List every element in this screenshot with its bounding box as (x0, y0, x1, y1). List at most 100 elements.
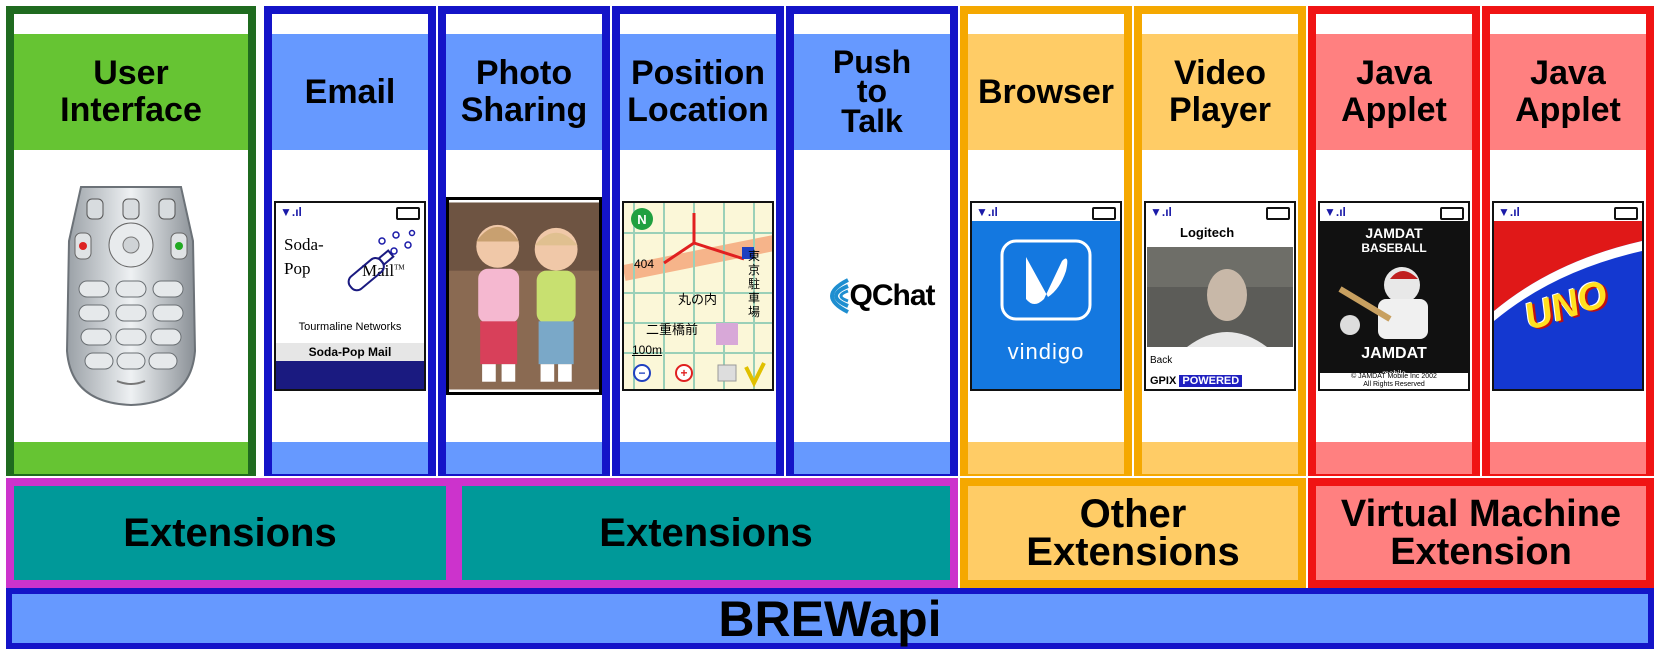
logitech-video-screen: ▼.ıl Logitech Back GPIX POWERED (1144, 201, 1296, 391)
soda-text-1: Soda- (284, 235, 324, 254)
video-player-image: ▼.ıl Logitech Back GPIX POWERED (1142, 150, 1298, 442)
column-browser: Browser ▼.ıl vindigo (960, 6, 1132, 476)
copyright-line: All Rights Reserved (1363, 381, 1425, 388)
extensions-box-2: Extensions (454, 478, 958, 588)
extensions-label-2: Extensions (599, 510, 813, 555)
jamdat-title: JAMDAT (1365, 225, 1423, 241)
header-line: Java (1356, 54, 1432, 93)
color-strip (1316, 442, 1472, 474)
header-line: Player (1168, 91, 1272, 129)
map-image: N − + 404 丸の内 二重橋前 東京駐車場 100m (620, 150, 776, 442)
battery-icon (1440, 207, 1464, 220)
vm-extension-line: Extension (1390, 531, 1572, 573)
svg-text:+: + (680, 366, 687, 380)
color-strip (446, 442, 602, 474)
column-email: Email ▼.ıl Soda- Pop MailTM Tourmaline N… (264, 6, 436, 476)
header-line: Interface (60, 91, 202, 129)
extensions-label-1: Extensions (123, 510, 337, 555)
header-line: Push (832, 43, 912, 80)
soda-text-3: MailTM (362, 261, 405, 281)
qchat-wordmark: QChat (849, 279, 936, 312)
signal-icon: ▼.ıl (1150, 205, 1172, 219)
svg-text:N: N (637, 212, 646, 227)
column-header-email: Email (272, 34, 428, 150)
status-bar (1494, 203, 1642, 221)
header-line: Email (304, 72, 396, 111)
other-extensions-line: Other (1079, 492, 1187, 536)
color-strip (1490, 442, 1646, 474)
back-label: Back (1150, 355, 1173, 366)
other-extensions-line: Extensions (1026, 530, 1240, 574)
bottle-icon (347, 229, 416, 292)
battery-icon (1266, 207, 1290, 220)
color-strip (794, 442, 950, 474)
trademark: TM (394, 263, 405, 272)
header-line: to (856, 73, 888, 110)
gpix-powered: GPIX POWERED (1150, 375, 1292, 387)
map-place-1: 丸の内 (678, 292, 718, 307)
uno-image: ▼.ıl UNO (1490, 150, 1646, 442)
signal-icon: ▼.ıl (976, 205, 998, 219)
logitech-label: Logitech (1180, 225, 1235, 240)
header-line: Applet (1341, 91, 1447, 129)
soda-pop-mail-image: ▼.ıl Soda- Pop MailTM Tourmaline Network… (272, 150, 428, 442)
color-strip (14, 442, 248, 474)
vindigo-v-icon (1000, 239, 1092, 321)
svg-text:−: − (638, 366, 645, 380)
header-line: Talk (841, 102, 903, 139)
header-line: Location (627, 91, 769, 129)
uno-screen: ▼.ıl UNO (1492, 201, 1644, 391)
extensions-box-1: Extensions (6, 478, 454, 588)
map-place-3: 東京駐車場 (748, 249, 761, 319)
column-header-browser: Browser (968, 34, 1124, 150)
color-strip (272, 442, 428, 474)
header-line: Applet (1515, 91, 1621, 129)
header-line: User (93, 54, 169, 93)
status-bar (972, 203, 1120, 221)
map-scale: 100m (632, 343, 663, 357)
map-screen: N − + 404 丸の内 二重橋前 東京駐車場 100m (622, 201, 774, 391)
vindigo-image: ▼.ıl vindigo (968, 150, 1124, 442)
header-line: Browser (977, 72, 1115, 111)
battery-icon (396, 207, 420, 220)
copyright-line: © JAMDAT Mobile Inc 2002 (1351, 373, 1437, 380)
brew-api-label: BREWapi (718, 590, 942, 647)
map-route-number: 404 (634, 257, 655, 271)
jamdat-image: ▼.ıl JAMDAT BASEBALL JAMDAT mobile © JAM… (1316, 150, 1472, 442)
header-line: Sharing (460, 91, 588, 129)
color-strip (620, 442, 776, 474)
color-strip (968, 442, 1124, 474)
screen-footer-label: Soda-Pop Mail (276, 343, 424, 361)
vindigo-wordmark: vindigo (1007, 339, 1085, 364)
jamdat-baseball-screen: ▼.ıl JAMDAT BASEBALL JAMDAT mobile © JAM… (1318, 201, 1470, 391)
map-drawing: N − + (624, 203, 772, 389)
qchat-image: QChat (794, 150, 950, 442)
jamdat-logo-text: JAMDAT (1361, 345, 1427, 362)
brew-api-bar: BREWapi (6, 588, 1654, 649)
uno-swoosh (1494, 221, 1642, 321)
qchat-logo: QChat (810, 276, 936, 316)
signal-icon: ▼.ıl (1498, 205, 1520, 219)
soda-pop-mail-screen: ▼.ıl Soda- Pop MailTM Tourmaline Network… (274, 201, 426, 391)
header-line: Position (630, 54, 766, 93)
children-photo (446, 197, 602, 395)
battery-icon (1092, 207, 1116, 220)
header-line: Photo (475, 54, 573, 93)
flip-phone-image (14, 150, 248, 442)
vm-extension-line: Virtual Machine (1340, 493, 1622, 535)
flip-phone-icon (65, 186, 197, 407)
soda-text-2: Pop (284, 259, 311, 278)
header-line: Java (1530, 54, 1606, 93)
baseball-title: BASEBALL (1361, 241, 1427, 255)
qchat-swoosh-icon (829, 278, 849, 314)
